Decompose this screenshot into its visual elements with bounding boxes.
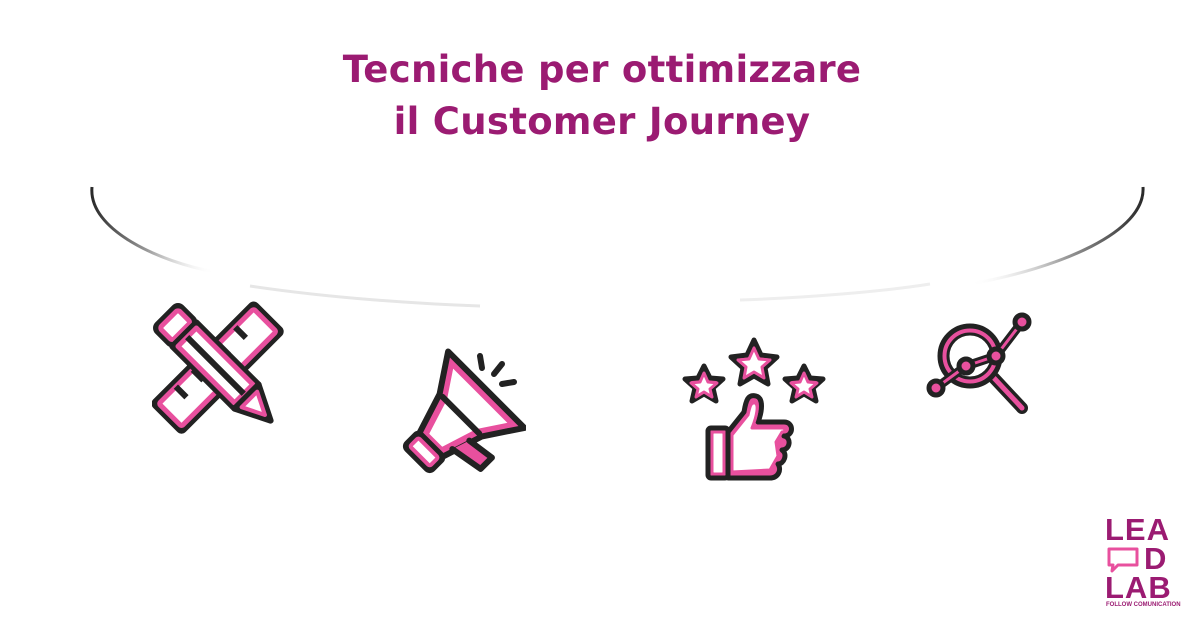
speech-bubble-icon [1107,547,1139,573]
magnifier-graph-icon [926,312,1032,414]
pencil-ruler-icon [152,301,284,434]
logo-text-lea: LEA [1105,512,1170,547]
logo-tagline: FOLLOW COMUNICATION [1106,602,1181,608]
logo-text-lab: LAB [1105,570,1172,605]
page-title: Tecniche per ottimizzare il Customer Jou… [0,44,1204,148]
logo-text-d: D [1144,541,1168,576]
thumbs-up-stars-icon [682,337,826,481]
title-line-1: Tecniche per ottimizzare [342,48,862,91]
megaphone-icon [402,348,526,474]
title-line-2: il Customer Journey [393,100,811,143]
leadlab-logo: LEA D LAB FOLLOW COMUNICATION [1100,512,1184,608]
